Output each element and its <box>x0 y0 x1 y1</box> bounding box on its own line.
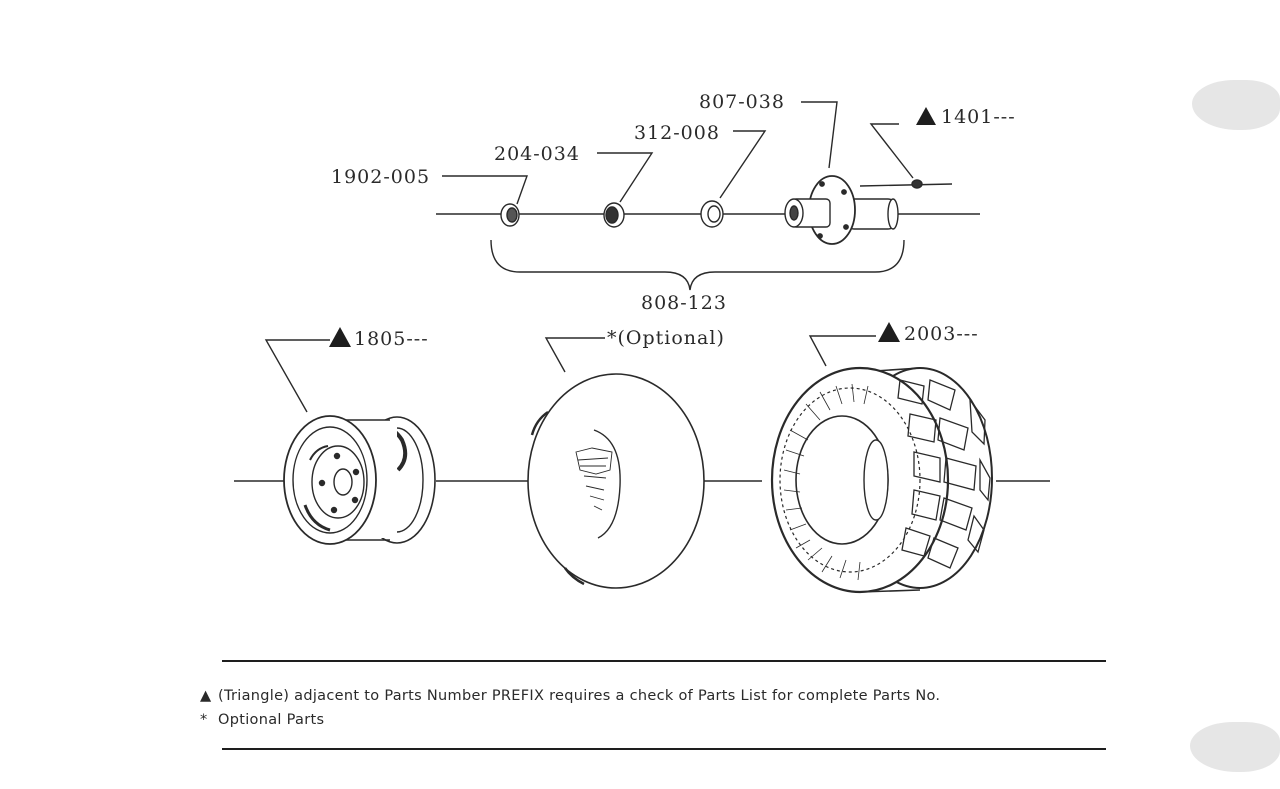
label-808-123: 808-123 <box>641 292 727 314</box>
cone-204-034-part <box>603 202 625 228</box>
label-204-034: 204-034 <box>494 143 580 165</box>
paper-tear-bottom <box>1190 722 1280 772</box>
leader-optional <box>544 337 605 373</box>
inner-tube-optional-part <box>527 373 705 589</box>
leader-1805 <box>264 339 330 413</box>
leader-1401 <box>869 123 914 179</box>
legend-bottom-rule <box>222 748 1106 750</box>
legend-optional-text: Optional Parts <box>218 712 325 728</box>
triangle-marker-1401 <box>916 107 936 125</box>
legend-top-rule <box>222 660 1106 662</box>
tire-2003-part <box>770 366 993 594</box>
label-1805: 1805--- <box>354 328 429 350</box>
leader-312-008 <box>719 130 767 199</box>
legend-triangle-text: (Triangle) adjacent to Parts Number PREF… <box>218 688 941 704</box>
leader-2003 <box>808 335 876 367</box>
legend: ▲ (Triangle) adjacent to Parts Number PRE… <box>200 684 1130 732</box>
brace-808-123 <box>490 239 905 291</box>
label-312-008: 312-008 <box>634 122 720 144</box>
cup-312-008-part <box>700 200 724 228</box>
legend-triangle-line: ▲ (Triangle) adjacent to Parts Number PRE… <box>200 684 1130 708</box>
label-2003: 2003--- <box>904 323 979 345</box>
leader-204-034 <box>597 152 654 203</box>
hub-807-038-part <box>784 175 899 245</box>
triangle-icon: ▲ <box>200 688 212 704</box>
legend-optional-line: * Optional Parts <box>200 708 1130 732</box>
label-807-038: 807-038 <box>699 91 785 113</box>
leader-807-038 <box>801 101 838 169</box>
rim-1805-part <box>283 415 436 545</box>
label-1902-005: 1902-005 <box>331 166 430 188</box>
triangle-marker-2003 <box>878 322 900 342</box>
fitting-1401-part <box>859 179 953 189</box>
label-1401: 1401--- <box>941 106 1016 128</box>
bearing-1902-005-part <box>500 203 520 227</box>
leader-1902-005 <box>442 175 528 205</box>
asterisk-icon: * <box>200 712 208 728</box>
paper-tear-top <box>1192 80 1280 130</box>
triangle-marker-1805 <box>329 327 351 347</box>
label-optional: *(Optional) <box>607 327 725 349</box>
